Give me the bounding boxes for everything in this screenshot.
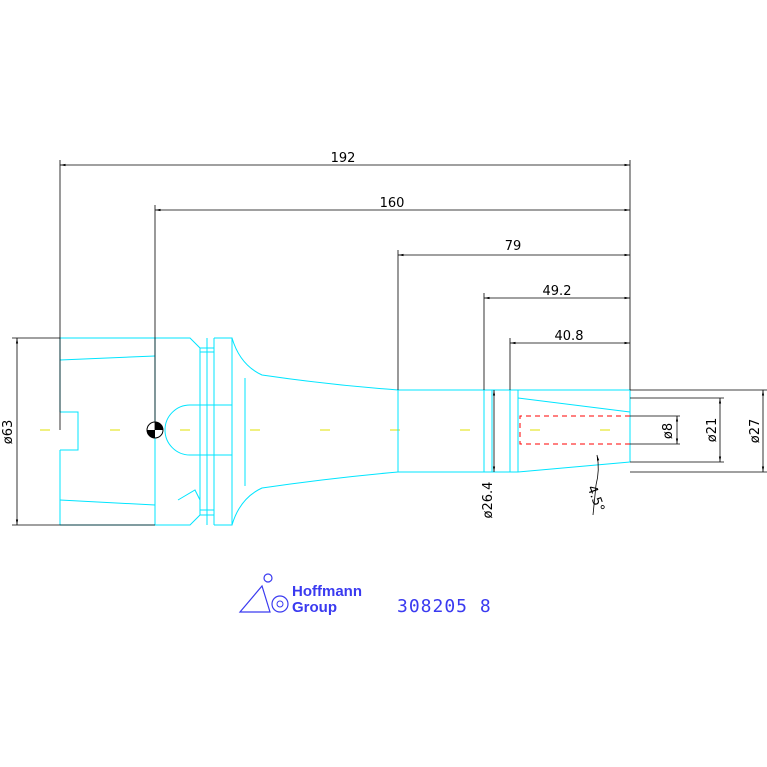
hoffmann-group-logo: Hoffmann Group [238, 573, 362, 616]
brand-line-2: Group [292, 599, 337, 616]
dia-8-label: ø8 [661, 423, 676, 439]
reference-point-icon [146, 421, 164, 439]
dim-192-label: 192 [331, 151, 356, 166]
brand-line-1: Hoffmann [292, 583, 362, 600]
dim-160-label: 160 [380, 196, 405, 211]
dim-79-label: 79 [505, 239, 522, 254]
dia-21-label: ø21 [705, 418, 720, 443]
tool-holder-outline [59, 337, 631, 526]
dim-40-8-label: 40.8 [555, 329, 584, 344]
logo-mark-icon [238, 573, 289, 613]
dim-49-2-label: 49.2 [543, 284, 572, 299]
dia-26-4-label: ø26.4 [481, 482, 496, 519]
dia-27-label: ø27 [748, 419, 763, 444]
hidden-bore [519, 415, 630, 445]
angle-label: 4.5° [584, 483, 607, 514]
dimension-lines [12, 160, 767, 526]
dia-63-label: ø63 [1, 420, 16, 445]
part-number: 308205 8 [397, 596, 492, 617]
